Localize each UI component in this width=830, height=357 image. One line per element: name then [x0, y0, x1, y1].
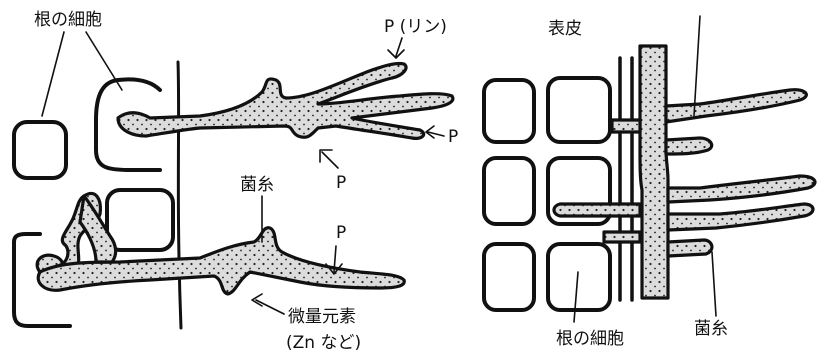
label-root-cell-right: 根の細胞 [556, 329, 624, 349]
right-panel: 表皮 根の細胞 菌糸 [484, 16, 815, 349]
hypha-branch [666, 138, 712, 154]
label-phosphorus-mid: P [336, 173, 346, 193]
hypha-branch-left [554, 204, 640, 216]
label-root-cell-left: 根の細胞 [34, 10, 102, 30]
label-epidermis: 表皮 [548, 19, 582, 39]
hypha-vertical [640, 46, 668, 298]
root-cell [484, 244, 534, 310]
label-micronutrient: 微量元素 [288, 307, 356, 327]
label-micronutrient-note: (Zn など) [286, 333, 361, 353]
hypha-branch-left [612, 120, 640, 132]
label-phosphorus-main: P (リン) [384, 17, 447, 37]
root-cell [548, 244, 610, 310]
left-panel: 根の細胞 P (リン) P P P 菌糸 微量元素 (Zn など) [14, 10, 458, 353]
arrow-p-main [388, 38, 404, 58]
label-phosphorus-right: P [448, 127, 458, 147]
root-cell [484, 158, 534, 224]
arrow-micronutrient [252, 294, 284, 314]
label-phosphorus-lower: P [336, 223, 346, 243]
leader-epidermis [694, 16, 700, 116]
hypha-branch [666, 90, 806, 122]
root-cell [107, 190, 173, 250]
hypha-branch [668, 240, 712, 256]
hypha-branch [668, 204, 813, 230]
root-cell [14, 122, 66, 178]
root-cell [484, 80, 534, 142]
hypha-upper [118, 63, 453, 138]
hypha-branch-left [604, 232, 640, 242]
arrow-p-mid [320, 150, 338, 168]
label-hypha-right: 菌糸 [694, 319, 728, 339]
leader-hypha-right [712, 252, 716, 316]
leader-root-cell-left [42, 32, 122, 116]
root-cell [548, 78, 610, 142]
root-surface-line [178, 62, 181, 328]
label-hypha-left: 菌糸 [240, 175, 274, 195]
hypha-branch [668, 176, 815, 202]
arrow-p-right [426, 126, 444, 138]
